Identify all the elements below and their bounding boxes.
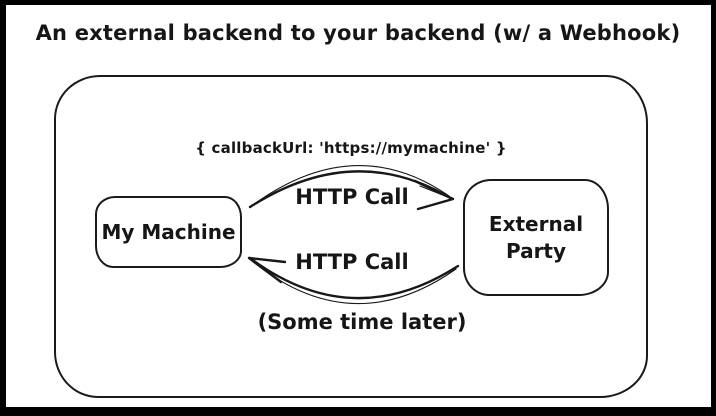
some-time-later-note: (Some time later) (257, 310, 467, 334)
node-my-machine-label: My Machine (101, 219, 236, 244)
node-external-party-label: External Party (488, 211, 584, 263)
callback-url-annotation: { callbackUrl: 'https://mymachine' } (195, 139, 507, 157)
request-arrow-label: HTTP Call (295, 185, 409, 209)
node-my-machine: My Machine (95, 196, 242, 268)
node-external-party: External Party (463, 179, 609, 296)
page-title: An external backend to your backend (w/ … (35, 21, 681, 45)
callback-arrow-label: HTTP Call (295, 250, 409, 274)
